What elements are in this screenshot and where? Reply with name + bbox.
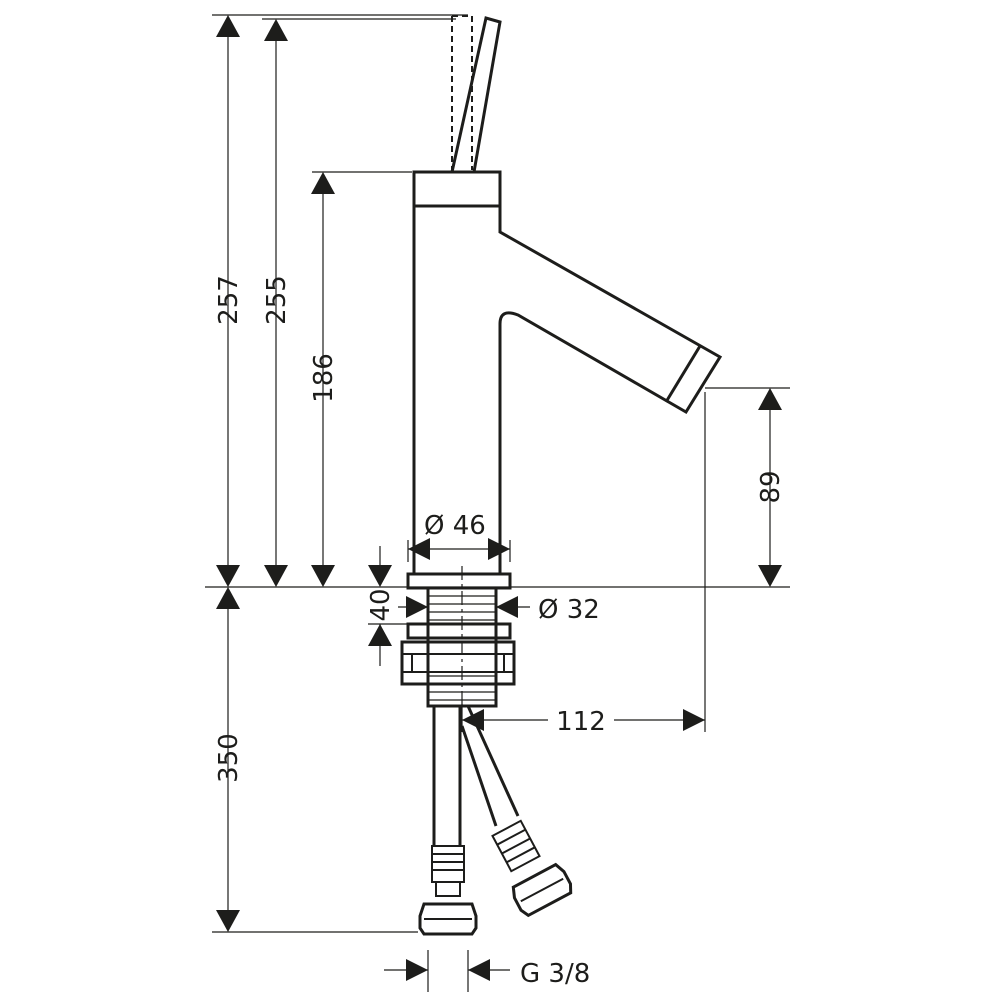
label-186: 186 [309, 353, 339, 403]
label-89: 89 [756, 470, 786, 503]
faucet-body [406, 15, 723, 590]
mounting-assembly [400, 566, 516, 708]
dimension-arrows [216, 15, 782, 981]
label-diameter-32: Ø 32 [538, 595, 600, 625]
label-255: 255 [262, 275, 292, 325]
label-257: 257 [214, 275, 244, 325]
label-diameter-46: Ø 46 [424, 511, 486, 541]
faucet-spout-body [412, 206, 723, 576]
faucet-cap [412, 170, 502, 208]
dimension-labels: 257 255 186 89 350 40 Ø 46 Ø 32 112 G 3/… [214, 275, 786, 989]
label-112: 112 [556, 707, 606, 737]
dimension-lines [227, 20, 771, 971]
base-ring [406, 572, 512, 590]
hose-nut-straight [418, 902, 478, 936]
extension-lines [205, 14, 790, 992]
label-40: 40 [366, 588, 396, 621]
lever-alternate-position [451, 15, 473, 170]
supply-hoses [418, 705, 573, 936]
label-350: 350 [214, 733, 244, 783]
hose-nut-angled [511, 862, 573, 918]
label-g-3-8: G 3/8 [520, 959, 590, 989]
lever-handle [450, 16, 502, 173]
